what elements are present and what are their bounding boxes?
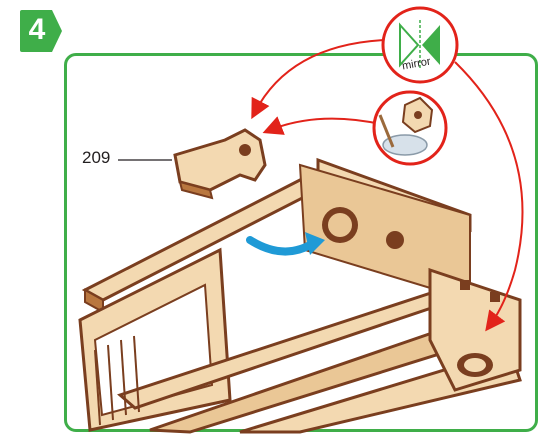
red-arrow-mirror-to-part <box>255 40 385 112</box>
part-209-piece <box>175 130 265 198</box>
wooden-frame-model <box>80 160 520 432</box>
glue-icon <box>374 92 446 164</box>
part-number-label: 209 <box>82 148 110 168</box>
red-arrow-glue-to-part <box>270 119 385 130</box>
mirror-icon <box>383 8 457 82</box>
